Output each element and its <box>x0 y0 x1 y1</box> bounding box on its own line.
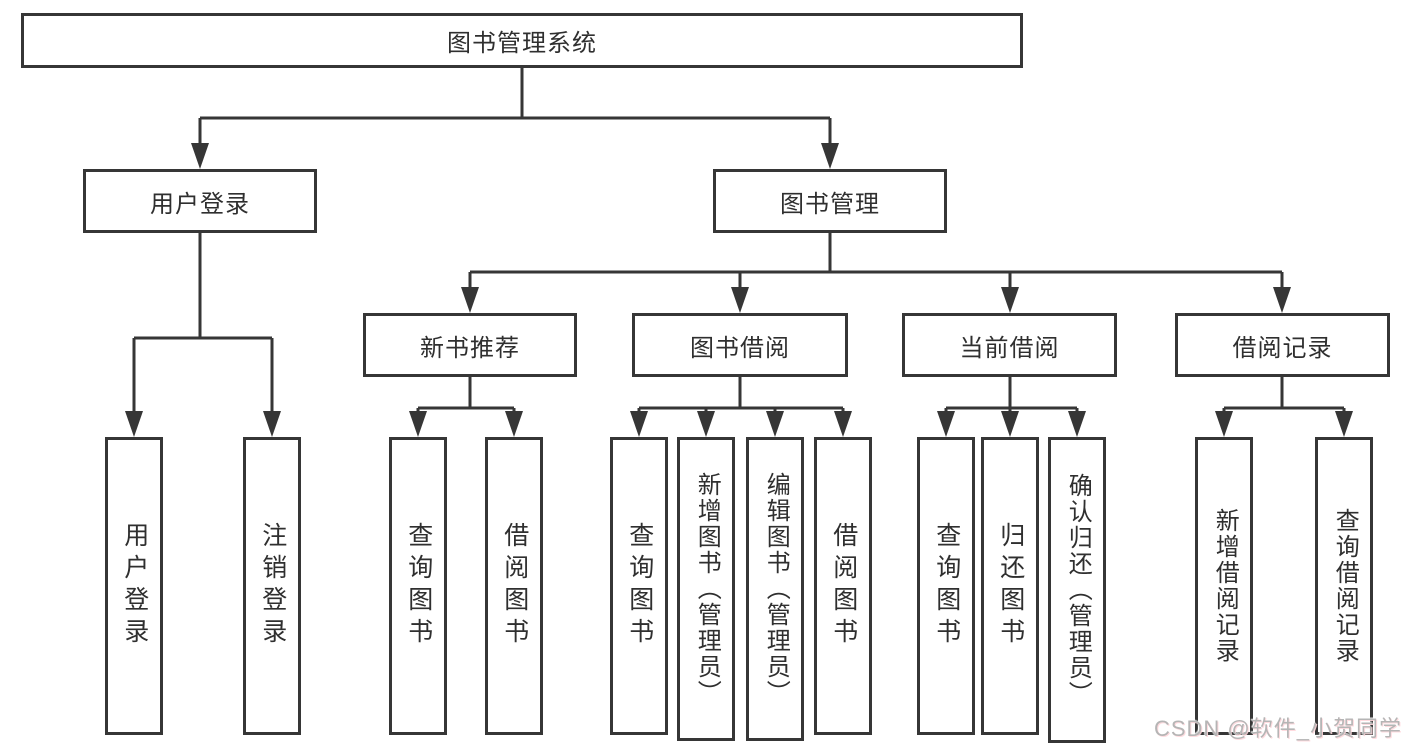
node-label: 新增图书（管理员） <box>693 472 721 706</box>
node-user-login: 用户登录 <box>83 169 317 233</box>
node-leaf-query-borrow-record: 查询借阅记录 <box>1315 437 1373 735</box>
node-label: 借阅记录 <box>1232 334 1333 362</box>
node-library-management-system: 图书管理系统 <box>21 13 1023 68</box>
node-label: 用户登录 <box>120 522 149 650</box>
arrowhead-icon <box>1068 411 1086 437</box>
arrowhead-icon <box>1335 411 1353 437</box>
node-leaf-query-books-recommend: 查询图书 <box>389 437 447 735</box>
node-leaf-confirm-return-admin: 确认归还（管理员） <box>1048 437 1106 743</box>
arrowhead-icon <box>461 287 479 313</box>
node-label: 借阅图书 <box>829 522 858 650</box>
node-leaf-user-login: 用户登录 <box>105 437 163 735</box>
node-label: 查询图书 <box>625 522 654 650</box>
connector-line <box>944 377 1079 416</box>
connector-line <box>416 377 516 416</box>
connector-line <box>198 68 832 147</box>
node-leaf-query-books-current: 查询图书 <box>917 437 975 735</box>
node-leaf-edit-book-admin: 编辑图书（管理员） <box>746 437 804 741</box>
node-label: 图书借阅 <box>690 334 790 362</box>
node-current-borrowing: 当前借阅 <box>902 313 1117 377</box>
connector-line <box>637 377 845 416</box>
arrowhead-icon <box>125 411 143 437</box>
arrowhead-icon <box>191 143 209 169</box>
arrowhead-icon <box>821 143 839 169</box>
node-book-management: 图书管理 <box>713 169 947 233</box>
arrowhead-icon <box>1215 411 1233 437</box>
node-leaf-query-books-borrowing: 查询图书 <box>610 437 668 735</box>
node-leaf-borrow-books-borrowing: 借阅图书 <box>814 437 872 735</box>
node-label: 图书管理 <box>780 190 880 218</box>
arrowhead-icon <box>834 411 852 437</box>
csdn-watermark: CSDN @软件_小贺同学 <box>1153 716 1402 741</box>
connector-line <box>132 233 274 414</box>
node-label: 图书管理系统 <box>447 30 597 57</box>
node-book-borrowing: 图书借阅 <box>632 313 848 377</box>
arrowhead-icon <box>263 411 281 437</box>
node-label: 新增借阅记录 <box>1211 508 1239 664</box>
node-label: 确认归还（管理员） <box>1064 473 1092 707</box>
node-label: 查询借阅记录 <box>1331 508 1359 664</box>
connector-line <box>468 233 1284 291</box>
arrowhead-icon <box>697 411 715 437</box>
node-label: 查询图书 <box>404 522 433 650</box>
arrowhead-icon <box>630 411 648 437</box>
node-borrowing-records: 借阅记录 <box>1175 313 1390 377</box>
connector-line <box>1222 377 1346 416</box>
node-label: 归还图书 <box>996 522 1025 650</box>
node-label: 用户登录 <box>150 190 250 218</box>
node-new-book-recommend: 新书推荐 <box>363 313 577 377</box>
node-label: 当前借阅 <box>959 334 1060 362</box>
node-leaf-add-book-admin: 新增图书（管理员） <box>677 437 735 741</box>
node-label: 新书推荐 <box>420 334 520 362</box>
node-label: 编辑图书（管理员） <box>762 472 790 706</box>
node-label: 查询图书 <box>932 522 961 650</box>
node-label: 注销登录 <box>258 522 287 650</box>
arrowhead-icon <box>1001 287 1019 313</box>
arrowhead-icon <box>937 411 955 437</box>
node-leaf-add-borrow-record: 新增借阅记录 <box>1195 437 1253 735</box>
node-leaf-logout: 注销登录 <box>243 437 301 735</box>
arrowhead-icon <box>731 287 749 313</box>
arrowhead-icon <box>409 411 427 437</box>
arrowhead-icon <box>505 411 523 437</box>
node-leaf-return-books: 归还图书 <box>981 437 1039 735</box>
arrowhead-icon <box>1001 411 1019 437</box>
arrowhead-icon <box>766 411 784 437</box>
node-leaf-borrow-books-recommend: 借阅图书 <box>485 437 543 735</box>
arrowhead-icon <box>1273 287 1291 313</box>
node-label: 借阅图书 <box>500 522 529 650</box>
